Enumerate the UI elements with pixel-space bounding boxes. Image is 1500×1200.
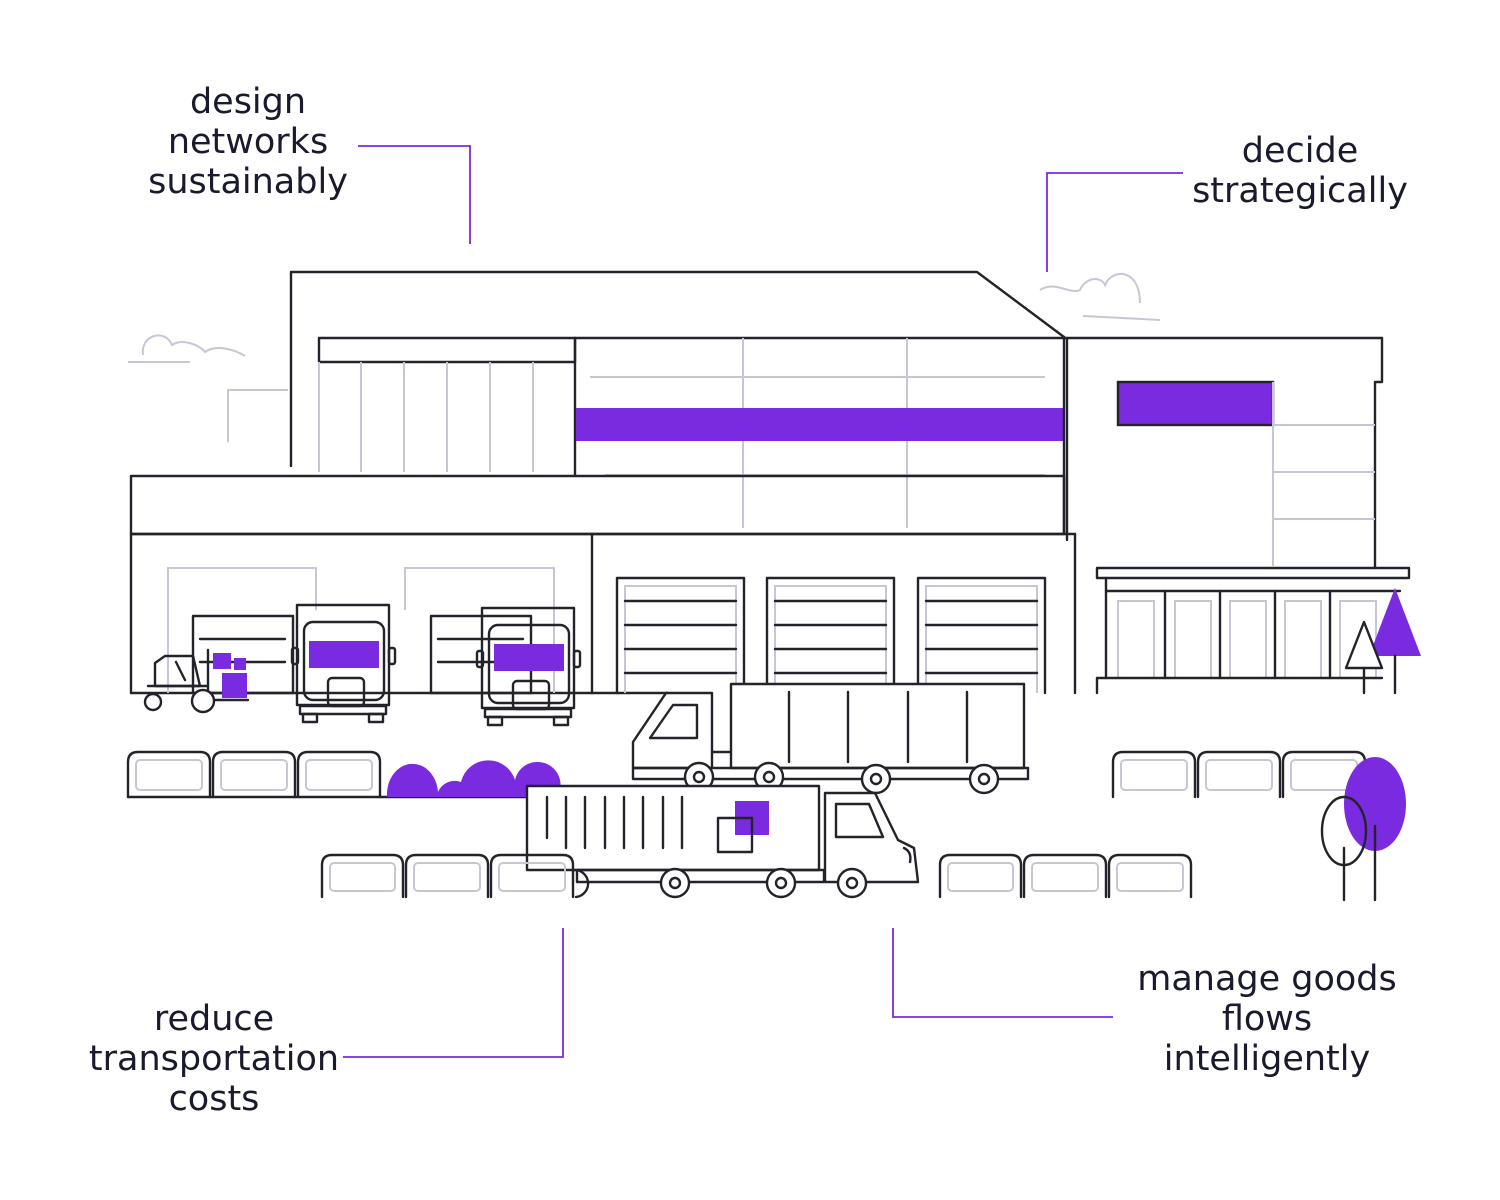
label-design-networks: design networks sustainably [148, 82, 348, 202]
fence-row-lower [320, 853, 1193, 899]
callout-lines [343, 145, 1183, 1058]
garage-door [916, 576, 1047, 695]
pine-tree-icon [1344, 588, 1421, 695]
garage-door [765, 576, 896, 695]
label-manage-goods: manage goods flows intelligently [1137, 959, 1397, 1079]
shrub-icon [386, 760, 561, 797]
fence-row [126, 750, 1367, 799]
callout-line-design-networks [358, 145, 471, 244]
forklift-icon [143, 648, 250, 714]
cloud-icon [128, 272, 1161, 442]
garage-door [615, 576, 746, 695]
callout-line-manage-goods [892, 928, 1113, 1018]
truck-front-icon [290, 603, 397, 724]
label-decide-strategically: decide strategically [1192, 131, 1408, 211]
callout-line-reduce-costs [343, 928, 564, 1058]
box-truck-icon [525, 784, 920, 899]
semi-truck-icon [631, 682, 1030, 795]
callout-line-decide-strategically [1046, 172, 1183, 272]
warehouse-building [129, 270, 1411, 695]
truck-front-icon [475, 606, 582, 727]
label-reduce-costs: reduce transportation costs [88, 999, 340, 1119]
round-tree-icon [1320, 757, 1406, 902]
annex-window [1116, 380, 1275, 427]
accent-band [576, 408, 1064, 441]
